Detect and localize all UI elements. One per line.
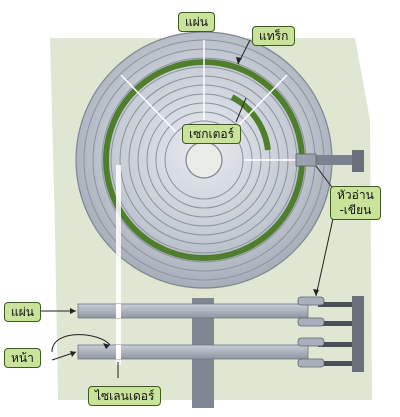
label-sector: เซกเตอร์ [182,124,242,144]
label-head-line2: -เขียน [339,203,372,217]
label-track: แทร็ก [252,26,296,46]
label-platter-top: แผ่น [178,12,215,32]
label-surface: หน้า [4,348,41,368]
label-read-write-head: หัวอ่าน -เขียน [330,186,381,220]
spindle-hole [185,141,223,179]
sector-highlight [230,94,271,151]
platter-side-view [77,303,309,360]
label-platter-side: แผ่น [4,302,41,322]
label-head-line1: หัวอ่าน [337,188,374,202]
arrow-heads [70,57,319,357]
head-arm-top [295,150,364,172]
label-cylinder: ไซเลนเดอร์ [88,386,162,406]
cylinder-line [116,165,121,365]
head-stack-side [297,296,364,372]
platter-top-view [75,31,333,289]
